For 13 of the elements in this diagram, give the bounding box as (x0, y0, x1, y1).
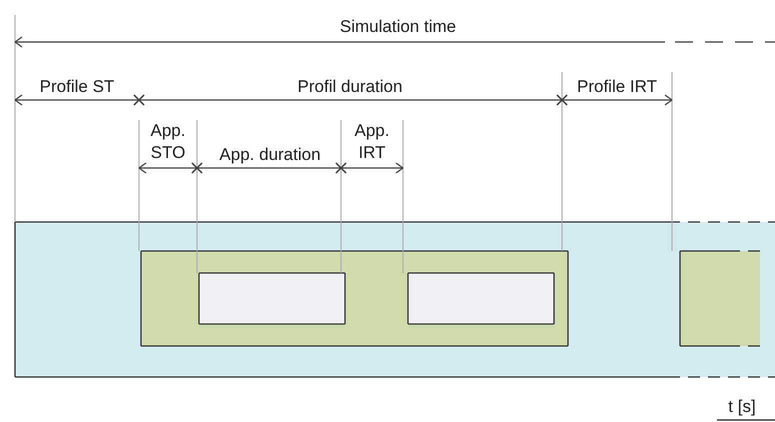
time-block (15, 222, 775, 377)
time-block (408, 273, 554, 324)
dimension-label: Profil duration (296, 76, 404, 98)
dimension-label: Profile IRT (576, 76, 658, 98)
dimension-label: App. STO (150, 120, 186, 164)
axis-unit-label: t [s] (727, 396, 757, 418)
time-block (680, 251, 760, 346)
dimension-label: Profile ST (38, 76, 116, 98)
dimension-label: Simulation time (338, 16, 458, 38)
time-block (199, 273, 345, 324)
dimension-label: App. duration (218, 144, 322, 166)
dimension-label: App. IRT (354, 120, 390, 164)
time-block (141, 251, 568, 346)
